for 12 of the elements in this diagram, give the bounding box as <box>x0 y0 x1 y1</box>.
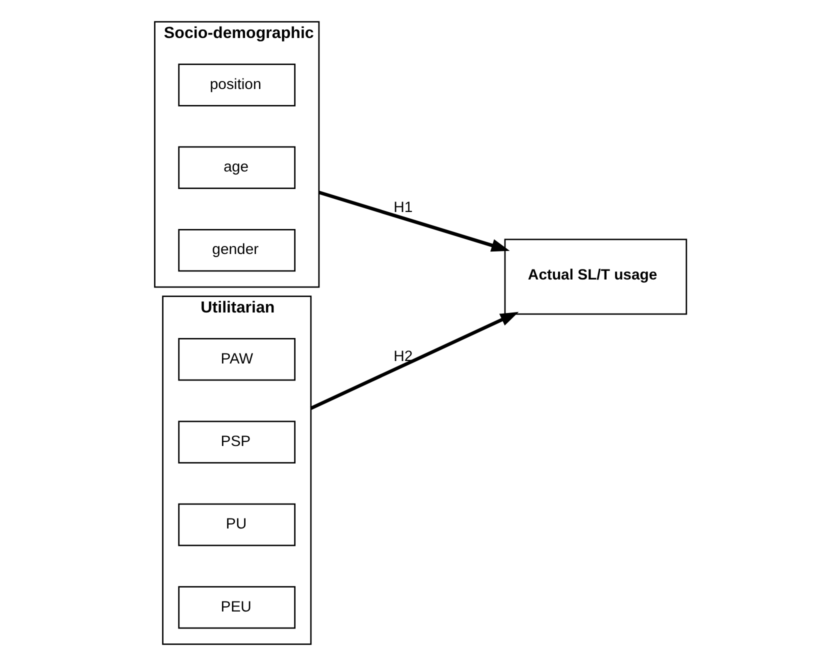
arrow <box>318 190 510 252</box>
arrow <box>310 312 519 410</box>
edge-label: H2 <box>394 348 413 366</box>
node-box: Actual SL/T usage <box>504 238 688 315</box>
node-box: PU <box>178 503 296 546</box>
node-box: PSP <box>178 420 296 464</box>
node-box: PAW <box>178 338 296 381</box>
edge-label: H1 <box>394 198 413 216</box>
node-box: age <box>178 146 296 189</box>
node-box: PEU <box>178 586 296 629</box>
node-box: gender <box>178 228 296 272</box>
node-box: position <box>178 64 296 106</box>
